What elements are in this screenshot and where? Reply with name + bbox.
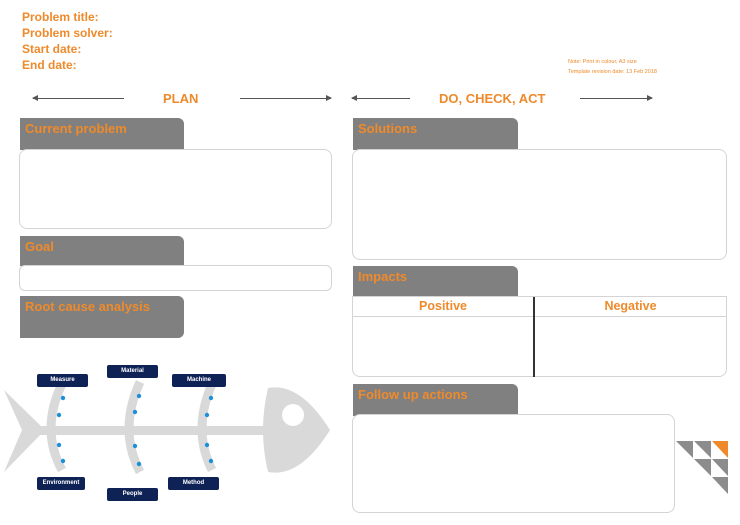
root-cause-tab: Root cause analysis [20,296,184,338]
fishbone-head [263,387,330,473]
problem-title-label: Problem title: [22,10,99,24]
goal-box[interactable] [19,265,332,291]
solutions-tab: Solutions [353,118,518,150]
impacts-negative-heading: Negative [604,299,657,313]
dca-right-arrow [580,95,653,101]
goal-tab: Goal [20,236,184,266]
follow-up-box[interactable] [352,414,675,513]
impacts-header-divider [353,316,726,317]
fishbone-measure-label: Measure [37,374,88,387]
solutions-box[interactable] [352,149,727,260]
plan-left-arrow [32,95,124,101]
fishbone-material-label: Material [107,365,158,378]
start-date-label: Start date: [22,42,82,56]
impacts-positive-heading: Positive [419,299,467,313]
fishbone-tail [4,390,45,472]
fishbone-spine [40,426,275,435]
impacts-title: Impacts [358,269,408,284]
follow-up-tab: Follow up actions [353,384,518,416]
fishbone-dots [56,393,214,467]
solutions-title: Solutions [358,121,418,136]
do-check-act-heading: DO, CHECK, ACT [439,91,546,106]
fishbone-rib [197,382,217,473]
follow-up-title: Follow up actions [358,387,468,402]
revision-note: Template revision date: 13 Feb 2018 [568,69,657,75]
problem-solver-label: Problem solver: [22,26,113,40]
fishbone-rib [124,380,145,475]
fishbone-people-label: People [107,488,158,501]
triangle-logo-icon [676,441,728,494]
fishbone-environment-label: Environment [37,477,85,490]
root-cause-title: Root cause analysis [25,299,150,314]
impacts-tab: Impacts [353,266,518,298]
current-problem-title: Current problem [25,121,127,136]
impacts-column-divider [533,297,535,377]
current-problem-tab: Current problem [20,118,184,150]
plan-right-arrow [240,95,332,101]
goal-title: Goal [25,239,54,254]
fishbone-rib [46,382,67,473]
dca-left-arrow [351,95,410,101]
current-problem-box[interactable] [19,149,332,229]
print-note: Note: Print in colour, A3 size [568,59,637,65]
fishbone-machine-label: Machine [172,374,226,387]
impacts-box: Positive Negative [352,296,727,377]
fishbone-method-label: Method [168,477,219,490]
end-date-label: End date: [22,58,77,72]
plan-heading: PLAN [163,91,199,106]
fishbone-eye [282,404,304,426]
fishbone-diagram [4,380,330,475]
